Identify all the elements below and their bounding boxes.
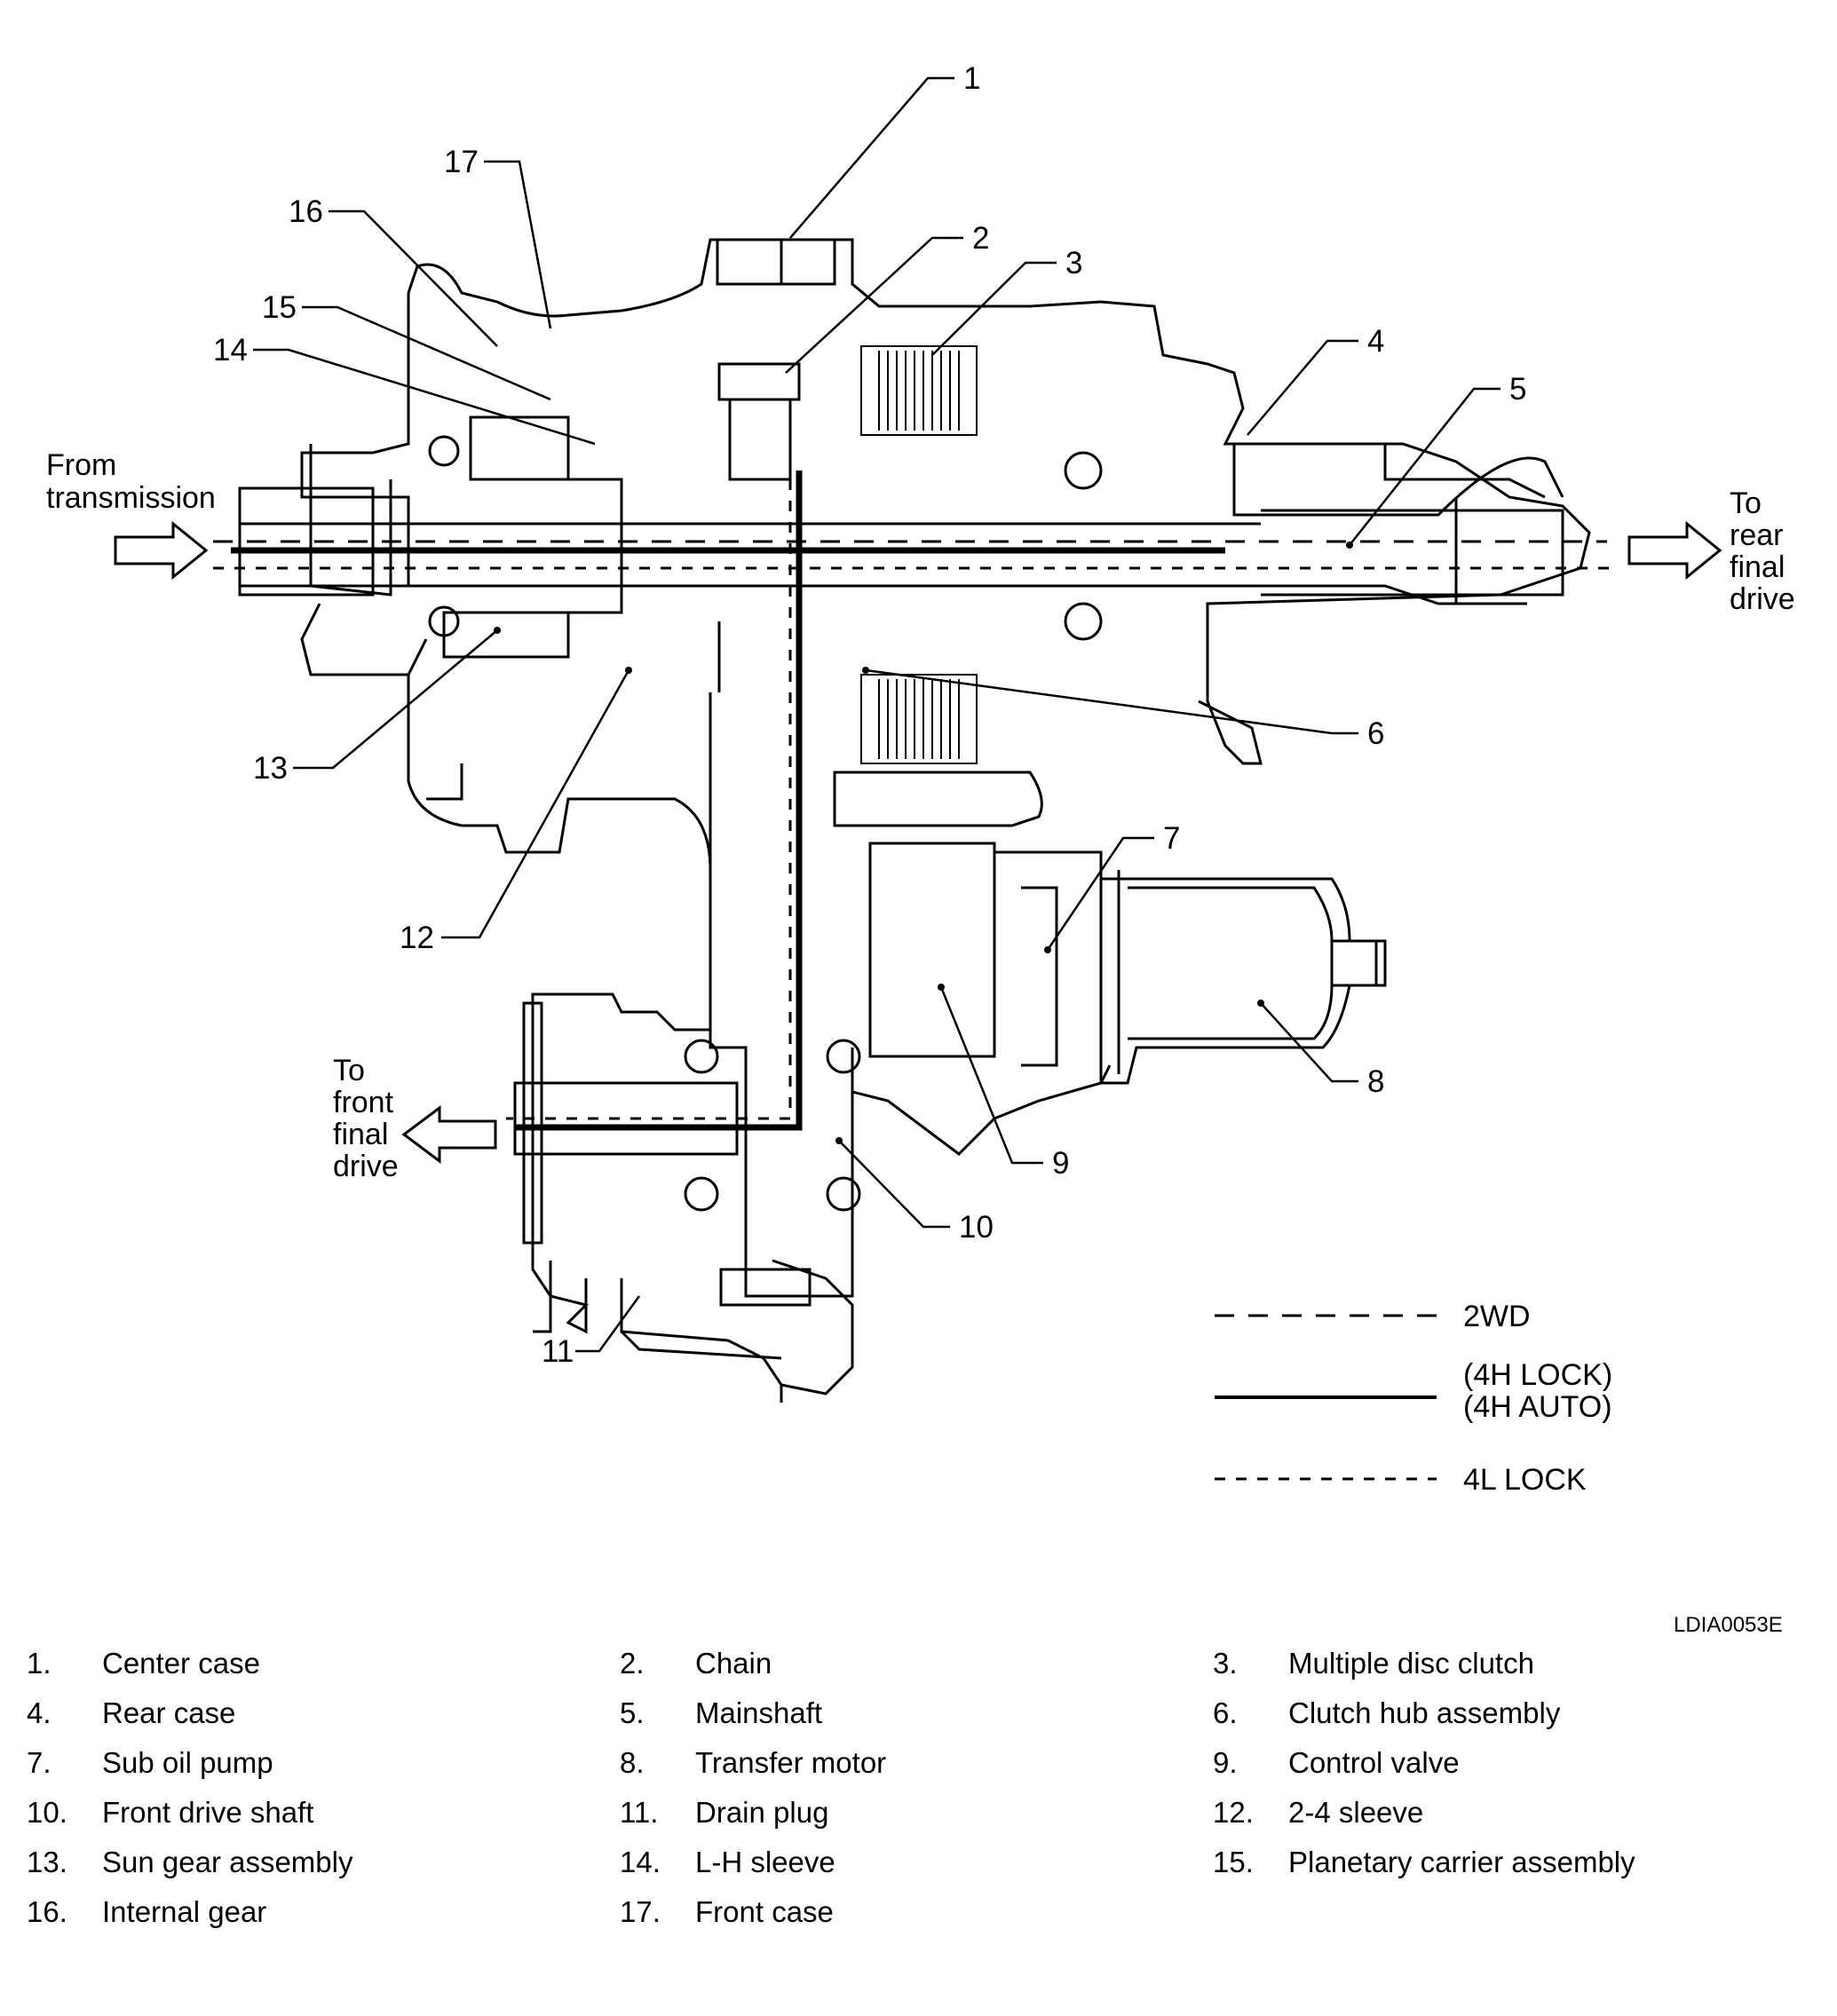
to-rear-label-1: To xyxy=(1730,486,1762,520)
part-number: 6. xyxy=(1213,1696,1238,1729)
part-name: Mainshaft xyxy=(695,1696,823,1729)
to-rear-label-4: drive xyxy=(1730,582,1795,616)
part-name: Transfer motor xyxy=(695,1746,887,1779)
part-number: 16. xyxy=(27,1895,67,1928)
legend-4h-auto-label: (4H AUTO) xyxy=(1463,1390,1612,1424)
callout-4: 4 xyxy=(1247,324,1384,436)
from-transmission-label-1: From xyxy=(46,448,116,482)
part-name: Drain plug xyxy=(695,1796,829,1829)
callout-6: 6 xyxy=(862,667,1384,751)
svg-text:9: 9 xyxy=(1052,1146,1069,1181)
part-name: Multiple disc clutch xyxy=(1288,1647,1534,1680)
part-name: Center case xyxy=(102,1647,260,1680)
legend: 2WD (4H LOCK) (4H AUTO) 4L LOCK xyxy=(1215,1300,1612,1497)
callout-7: 7 xyxy=(1044,821,1180,953)
callout-3: 3 xyxy=(931,246,1082,356)
svg-text:4: 4 xyxy=(1367,324,1384,359)
to-rear-label-3: final xyxy=(1730,550,1785,584)
part-number: 4. xyxy=(27,1696,51,1729)
part-name: Sub oil pump xyxy=(102,1746,273,1779)
input-arrow xyxy=(114,520,209,581)
part-name: Front case xyxy=(695,1895,834,1928)
part-name: Clutch hub assembly xyxy=(1288,1696,1561,1729)
part-name: Rear case xyxy=(102,1696,236,1729)
power-flow-lines xyxy=(213,470,1616,1131)
callout-5: 5 xyxy=(1346,372,1526,549)
part-number: 5. xyxy=(620,1696,645,1729)
to-front-label-4: drive xyxy=(333,1150,399,1183)
part-number: 13. xyxy=(27,1846,67,1878)
part-number: 7. xyxy=(27,1746,51,1779)
callout-14: 14 xyxy=(213,333,596,446)
callout-17: 17 xyxy=(444,145,552,329)
part-number: 1. xyxy=(27,1647,51,1680)
legend-2wd-label: 2WD xyxy=(1463,1300,1531,1333)
svg-text:2: 2 xyxy=(972,221,989,256)
part-name: Sun gear assembly xyxy=(102,1846,353,1878)
from-transmission-label-2: transmission xyxy=(46,481,216,515)
part-number: 3. xyxy=(1213,1647,1238,1680)
part-name: Planetary carrier assembly xyxy=(1288,1846,1635,1878)
svg-text:1: 1 xyxy=(963,61,980,96)
callout-15: 15 xyxy=(262,290,551,401)
part-name: Internal gear xyxy=(102,1895,267,1928)
svg-text:8: 8 xyxy=(1367,1064,1384,1099)
to-rear-label-2: rear xyxy=(1730,518,1783,552)
rear-output-arrow xyxy=(1627,520,1722,581)
svg-text:5: 5 xyxy=(1509,372,1526,407)
svg-text:12: 12 xyxy=(400,921,434,955)
part-name: 2-4 sleeve xyxy=(1288,1796,1424,1829)
part-number: 9. xyxy=(1213,1746,1238,1779)
clutch-pack-upper xyxy=(860,345,978,436)
legend-4l-lock-label: 4L LOCK xyxy=(1463,1463,1587,1497)
to-front-label-1: To xyxy=(333,1054,365,1087)
callout-2: 2 xyxy=(785,221,989,374)
svg-text:14: 14 xyxy=(213,333,248,368)
to-front-label-2: front xyxy=(333,1086,394,1119)
callout-9: 9 xyxy=(938,984,1069,1181)
callout-16: 16 xyxy=(289,194,498,347)
callout-12: 12 xyxy=(400,667,632,955)
part-number: 10. xyxy=(27,1796,67,1829)
svg-text:13: 13 xyxy=(253,751,288,786)
part-name: Chain xyxy=(695,1647,772,1680)
to-front-label-3: final xyxy=(333,1118,388,1151)
part-number: 14. xyxy=(620,1846,661,1878)
svg-text:15: 15 xyxy=(262,290,297,325)
svg-text:11: 11 xyxy=(542,1334,574,1369)
part-number: 8. xyxy=(620,1746,645,1779)
svg-text:3: 3 xyxy=(1065,246,1082,281)
housing-outline xyxy=(238,238,1591,1403)
part-name: Front drive shaft xyxy=(102,1796,314,1829)
part-number: 17. xyxy=(620,1895,661,1928)
legend-4h-lock-label: (4H LOCK) xyxy=(1463,1358,1612,1392)
front-output-arrow xyxy=(401,1105,497,1164)
clutch-pack-lower xyxy=(860,674,978,764)
svg-text:17: 17 xyxy=(444,145,479,179)
callout-10: 10 xyxy=(835,1137,994,1245)
transfer-case-cross-section: From transmission To rear final drive To… xyxy=(46,61,1795,1637)
figure-code: LDIA0053E xyxy=(1674,1613,1783,1637)
svg-text:16: 16 xyxy=(289,194,323,229)
svg-text:10: 10 xyxy=(959,1210,994,1245)
part-number: 15. xyxy=(1213,1846,1254,1878)
part-name: L-H sleeve xyxy=(695,1846,835,1878)
callout-1: 1 xyxy=(789,61,980,239)
part-number: 2. xyxy=(620,1647,645,1680)
svg-text:6: 6 xyxy=(1367,716,1384,751)
callout-8: 8 xyxy=(1257,1000,1384,1099)
callout-13: 13 xyxy=(253,627,501,786)
part-number: 11. xyxy=(620,1796,659,1829)
svg-text:7: 7 xyxy=(1163,821,1180,856)
callout-11: 11 xyxy=(542,1295,641,1369)
part-number: 12. xyxy=(1213,1796,1254,1829)
part-name: Control valve xyxy=(1288,1746,1460,1779)
